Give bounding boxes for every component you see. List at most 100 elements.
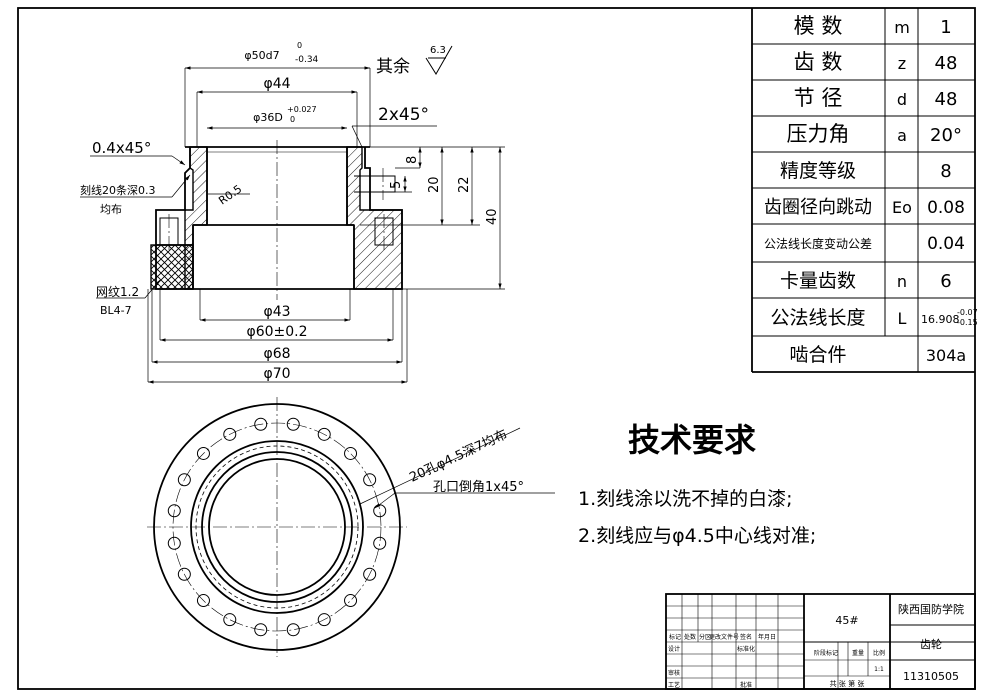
bolt-hole xyxy=(223,427,237,441)
param-val-base-tangent-tol: 0.04 xyxy=(927,234,965,254)
bolt-hole xyxy=(363,473,377,487)
tech-title: 技术要求 xyxy=(628,421,756,459)
tb-h-count: 处数 xyxy=(684,633,696,641)
note-groove-even: 均布 xyxy=(100,203,122,216)
param-val-pressure-angle: 20° xyxy=(930,125,962,146)
tb-scale: 比例 xyxy=(873,649,885,657)
tb-sheets: 共 张 第 张 xyxy=(830,679,865,688)
note-chamfer-left: 0.4x45° xyxy=(92,139,151,157)
dim-d60: φ60±0.2 xyxy=(246,324,307,340)
param-tol-lo-base-tangent: -0.15 xyxy=(957,318,978,327)
dim-h20: 20 xyxy=(427,176,442,193)
bolt-hole xyxy=(223,613,237,627)
bolt-hole xyxy=(177,567,191,581)
bolt-hole xyxy=(196,594,210,608)
param-sym-runout: Eo xyxy=(892,198,912,217)
param-sym-pressure-angle: a xyxy=(897,126,907,145)
dim-d50: φ50d7 xyxy=(244,49,279,62)
bolt-hole xyxy=(196,446,210,460)
param-sym-base-tangent: L xyxy=(898,309,907,328)
tb-h-docno: 更改文件号 xyxy=(709,633,739,641)
param-name-pressure-angle: 压力角 xyxy=(787,122,850,146)
param-val-base-tangent: 16.908 xyxy=(921,313,960,326)
bolt-hole xyxy=(363,567,377,581)
param-name-span-teeth: 卡量齿数 xyxy=(780,270,856,292)
note-hole-chamfer: 孔口倒角1x45° xyxy=(433,480,524,495)
tb-h-mark: 标记 xyxy=(669,633,681,641)
dim-d50-tol-up: 0 xyxy=(297,41,302,50)
dim-h5: 5 xyxy=(389,181,404,189)
dim-d36: φ36D xyxy=(253,111,283,124)
roughness-symbol-icon xyxy=(425,45,453,75)
drawing-border xyxy=(17,7,976,690)
param-val-module: 1 xyxy=(940,17,951,38)
plan-notes: 20孔φ4.5深7均布 孔口倒角1x45° xyxy=(359,427,555,509)
tb-school: 陕西国防学院 xyxy=(898,602,964,616)
param-val-runout: 0.08 xyxy=(927,198,965,218)
tb-row-process: 工艺 xyxy=(668,681,680,689)
param-val-pitch: 48 xyxy=(935,89,958,110)
dim-d43: φ43 xyxy=(263,304,290,320)
param-sym-pitch: d xyxy=(897,90,907,109)
param-sym-span-teeth: n xyxy=(897,272,907,291)
note-groove: 刻线20条深0.3 xyxy=(80,183,156,197)
param-name-module: 模 数 xyxy=(794,14,843,38)
dim-h40: 40 xyxy=(485,208,500,225)
note-holes: 20孔φ4.5深7均布 xyxy=(407,427,509,485)
tb-row-review: 审核 xyxy=(668,669,680,677)
param-name-runout: 齿圈径向跳动 xyxy=(764,197,872,218)
tb-h-sign: 签名 xyxy=(740,633,752,641)
tb-row-standard: 标准化 xyxy=(737,645,755,653)
param-sym-module: m xyxy=(894,18,910,37)
param-name-accuracy: 精度等级 xyxy=(780,160,856,182)
knurled-band xyxy=(150,244,194,290)
param-name-teeth: 齿 数 xyxy=(794,50,843,74)
plan-view xyxy=(147,397,407,657)
bolt-hole xyxy=(286,417,300,431)
param-val-accuracy: 8 xyxy=(940,161,951,182)
dim-d36-tol-up: +0.027 xyxy=(287,105,317,114)
section-view: φ50d7 0 -0.34 φ44 φ36D +0.027 0 φ43 φ60±… xyxy=(80,41,505,384)
note-radius: R0.5 xyxy=(216,182,244,207)
tb-h-zone: 分区 xyxy=(699,633,711,641)
bolt-hole xyxy=(317,613,331,627)
param-val-mating-part: 304a xyxy=(926,346,966,365)
bolt-hole xyxy=(317,427,331,441)
param-val-teeth: 48 xyxy=(935,53,958,74)
param-name-mating-part: 啮合件 xyxy=(789,344,846,366)
tb-weight: 重量 xyxy=(852,649,864,657)
dim-h8: 8 xyxy=(405,156,420,164)
param-tol-up-base-tangent: -0.07 xyxy=(957,308,978,317)
tb-row-design: 设计 xyxy=(668,645,680,653)
param-name-base-tangent: 公法线长度 xyxy=(770,307,865,329)
param-name-base-tangent-tol: 公法线长度变动公差 xyxy=(764,236,872,251)
tb-h-date: 年月日 xyxy=(758,633,776,641)
bolt-hole xyxy=(286,623,300,637)
bolt-hole xyxy=(373,504,387,518)
note-knurl: 网纹1.2 xyxy=(96,285,139,299)
tech-item-1: 1.刻线涂以洗不掉的白漆; xyxy=(578,488,793,510)
dim-d36-tol-lo: 0 xyxy=(290,115,295,124)
bolt-hole xyxy=(167,504,181,518)
bolt-hole-pattern xyxy=(167,417,387,637)
tb-ratio: 1:1 xyxy=(874,666,884,673)
note-chamfer-top: 2x45° xyxy=(378,105,429,125)
dim-h22: 22 xyxy=(457,176,472,193)
param-sym-teeth: z xyxy=(898,54,906,73)
bolt-hole xyxy=(254,417,268,431)
param-name-pitch: 节 径 xyxy=(794,86,843,110)
bolt-hole xyxy=(167,536,181,550)
tb-row-approve: 批准 xyxy=(740,681,752,689)
dim-d50-tol-lo: -0.34 xyxy=(295,55,319,65)
bolt-hole xyxy=(177,473,191,487)
tb-drawing-number: 11310505 xyxy=(903,670,959,683)
dim-d70: φ70 xyxy=(263,366,290,382)
bolt-hole xyxy=(344,594,358,608)
bolt-hole xyxy=(344,446,358,460)
bolt-hole xyxy=(373,536,387,550)
bolt-hole xyxy=(254,623,268,637)
tb-material: 45# xyxy=(835,614,858,627)
technical-requirements: 技术要求 1.刻线涂以洗不掉的白漆; 2.刻线应与φ4.5中心线对准; xyxy=(578,421,816,547)
dim-d68: φ68 xyxy=(263,346,290,362)
